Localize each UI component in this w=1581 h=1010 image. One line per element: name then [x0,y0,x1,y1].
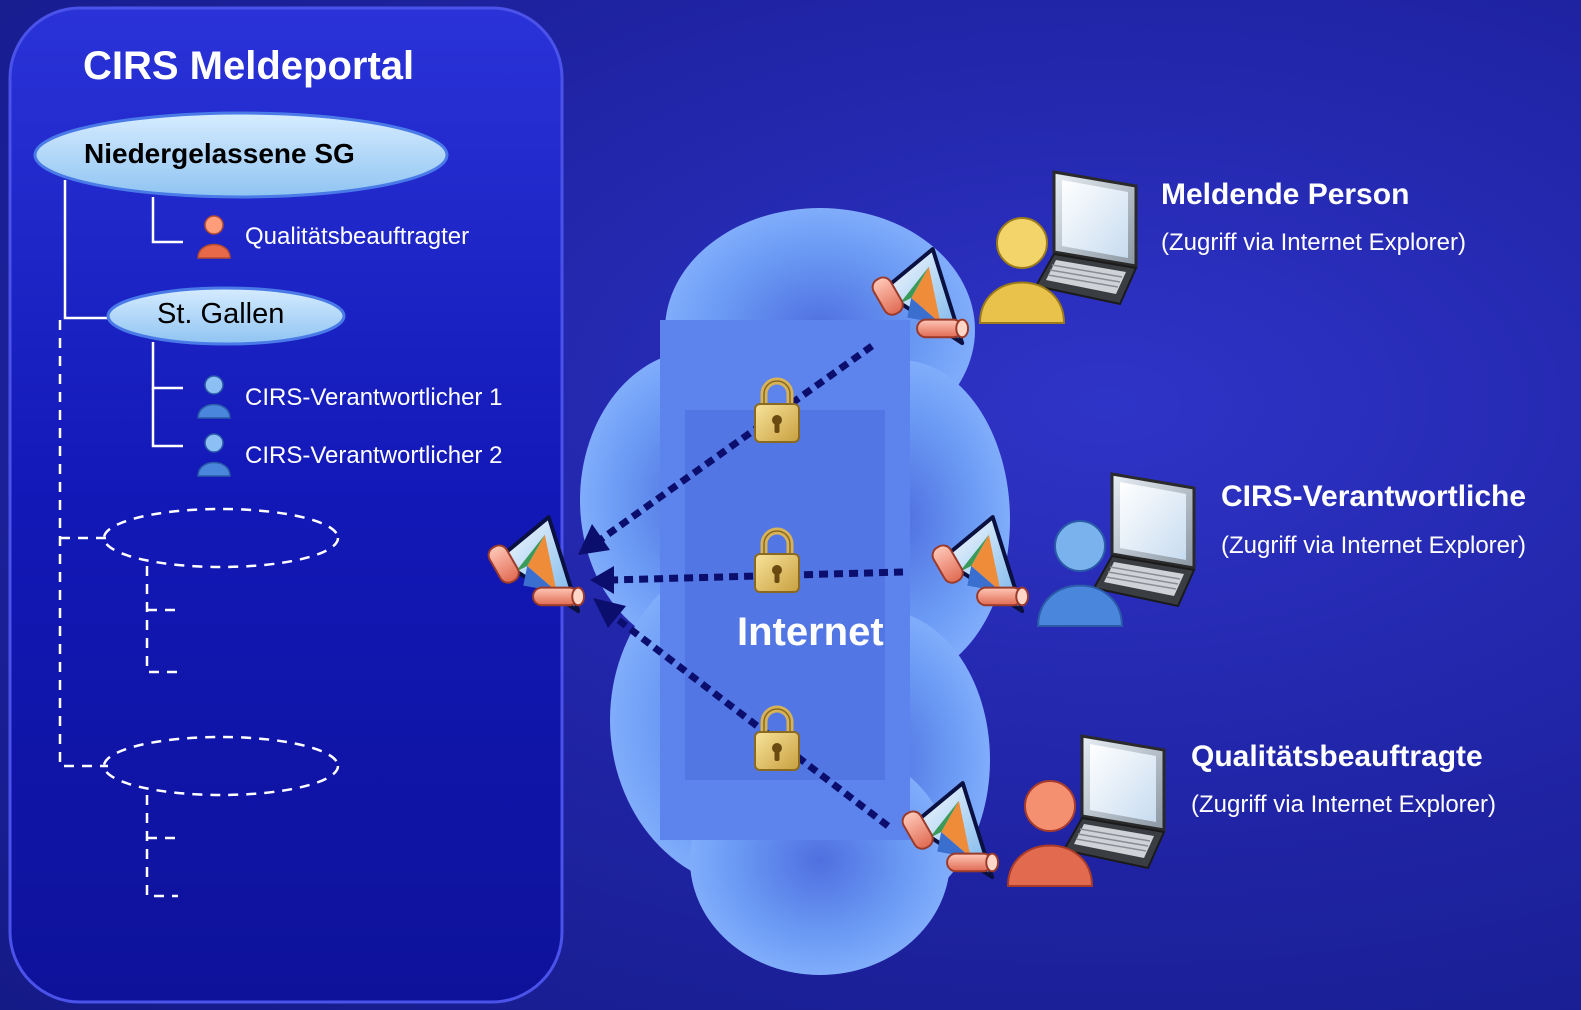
client-name: Meldende Person [1161,178,1410,211]
unit-node [106,286,346,346]
unit-label: St. Gallen [157,298,285,330]
connection-arrows [597,343,904,829]
person-icon [197,433,231,477]
client-access: (Zugriff via Internet Explorer) [1221,532,1527,559]
organization-member-label: Qualitätsbeauftragter [245,223,470,250]
person-icon [1036,520,1124,627]
unit-member-label: CIRS-Verantwortlicher 1 [245,384,503,411]
organization-label: Niedergelassene SG [84,138,355,169]
person-icon [197,215,231,259]
organization-node [33,111,449,199]
client-name: Qualitätsbeauftragte [1191,740,1483,773]
placeholder-tree-lines [58,320,178,898]
client-name: CIRS-Verantwortliche [1221,480,1527,513]
person-icon [197,375,231,419]
laptop-icon [1092,472,1196,608]
unit-member-label: CIRS-Verantwortlicher 2 [245,442,503,469]
tree-lines [63,180,183,448]
person-icon [1006,780,1094,887]
person-icon [978,217,1066,324]
laptop-icon [1062,734,1166,870]
client-access: (Zugriff via Internet Explorer) [1161,229,1467,256]
portal-panel [8,6,564,1004]
client-access: (Zugriff via Internet Explorer) [1191,791,1497,818]
placeholder-node [102,735,340,797]
portal-title: CIRS Meldeportal [83,44,415,88]
internet-label: Internet [737,610,884,654]
arrowheads [578,524,626,628]
cloud-shading [685,410,885,780]
placeholder-node [102,507,340,569]
laptop-icon [1034,170,1138,306]
